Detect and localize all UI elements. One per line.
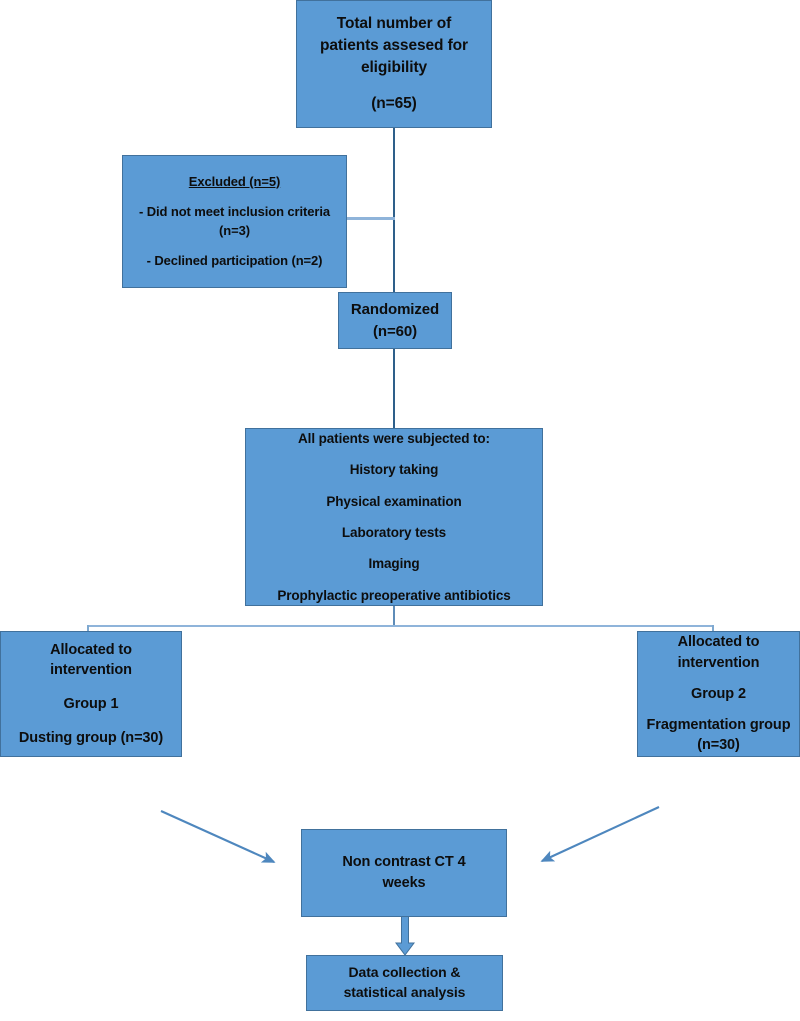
all-patients-item-1: History taking — [349, 462, 439, 478]
node-excluded[interactable]: Excluded (n=5) - Did not meet inclusion … — [122, 155, 347, 288]
arrow-group2-to-ct — [540, 806, 660, 862]
connector-randomized-to-allpatients — [393, 349, 395, 429]
analysis-line-1: Data collection & — [348, 964, 461, 981]
total-assessed-count: (n=65) — [371, 94, 417, 112]
arrow-group1-to-ct — [160, 810, 276, 863]
analysis-line-2: statistical analysis — [343, 984, 466, 1000]
total-assessed-line-2: patients assesed for — [320, 37, 468, 55]
node-all-patients-subjected[interactable]: All patients were subjected to: History … — [245, 428, 543, 606]
group2-count: (n=30) — [697, 737, 740, 754]
total-assessed-line-1: Total number of — [336, 15, 452, 33]
all-patients-heading: All patients were subjected to: — [298, 431, 490, 447]
ct-line-2: weeks — [382, 875, 426, 891]
total-assessed-line-3: eligibility — [360, 59, 428, 77]
excluded-heading: Excluded (n=5) — [188, 173, 281, 189]
node-data-collection-analysis[interactable]: Data collection & statistical analysis — [306, 955, 503, 1011]
group1-label: Group 1 — [63, 696, 119, 712]
excluded-reason-1: - Did not meet inclusion criteria — [138, 204, 330, 220]
ct-line-1: Non contrast CT 4 — [342, 854, 466, 871]
group2-line-2: intervention — [677, 654, 760, 671]
randomized-label: Randomized — [350, 301, 440, 319]
group2-detail: Fragmentation group — [646, 716, 791, 733]
group1-line-2: intervention — [50, 662, 132, 679]
node-total-assessed[interactable]: Total number of patients assesed for eli… — [296, 0, 492, 128]
all-patients-item-3: Laboratory tests — [341, 525, 447, 541]
excluded-reason-2: - Declined participation (n=2) — [146, 252, 323, 268]
all-patients-item-4: Imaging — [368, 556, 420, 572]
all-patients-item-2: Physical examination — [326, 493, 462, 509]
node-randomized[interactable]: Randomized (n=60) — [338, 292, 452, 349]
group1-detail: Dusting group (n=30) — [18, 729, 164, 746]
connector-allocation-rail — [88, 625, 714, 627]
node-non-contrast-ct[interactable]: Non contrast CT 4 weeks — [301, 829, 507, 917]
connector-rail-to-group1 — [87, 625, 89, 633]
randomized-count: (n=60) — [373, 322, 417, 340]
excluded-reason-1-count: (n=3) — [219, 222, 250, 238]
connector-total-to-excluded — [345, 217, 395, 220]
connector-total-to-randomized — [393, 128, 395, 294]
group2-label: Group 2 — [691, 685, 746, 702]
group1-line-1: Allocated to — [50, 641, 132, 658]
all-patients-item-5: Prophylactic preoperative antibiotics — [277, 587, 511, 603]
connector-rail-to-group2 — [712, 625, 714, 633]
arrow-ct-to-analysis — [395, 916, 415, 956]
group2-line-1: Allocated to — [677, 634, 760, 650]
node-group-1[interactable]: Allocated to intervention Group 1 Dustin… — [0, 631, 182, 757]
node-group-2[interactable]: Allocated to intervention Group 2 Fragme… — [637, 631, 800, 757]
connector-allpatients-stem — [393, 606, 395, 626]
